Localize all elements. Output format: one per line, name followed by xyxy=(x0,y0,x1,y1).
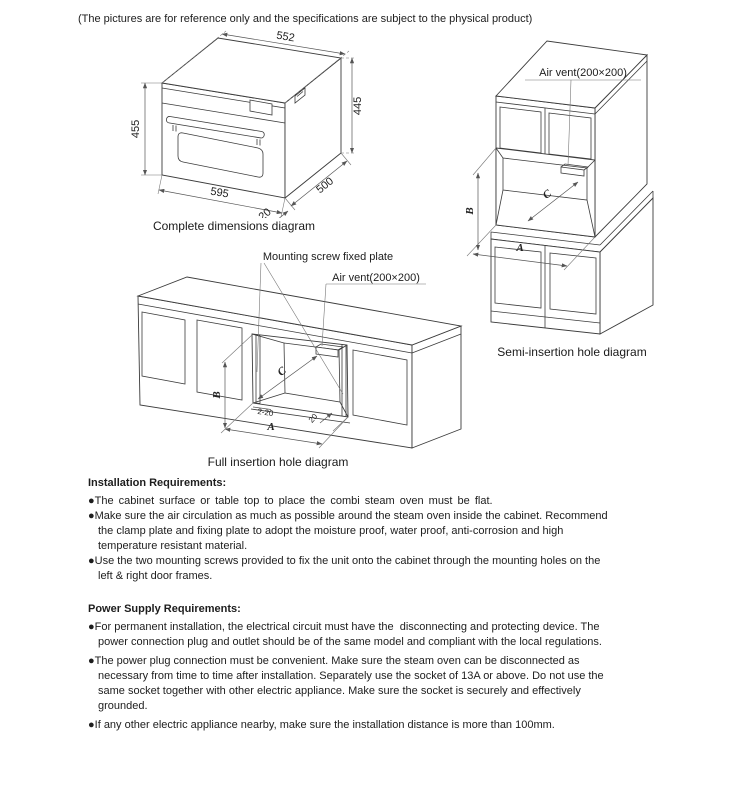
installation-requirements-section: Installation Requirements: ●The cabinet … xyxy=(88,476,688,584)
counter-top-face xyxy=(136,276,463,346)
bullet-line: ●The power plug connection must be conve… xyxy=(88,655,580,667)
dim-a-label: A xyxy=(266,421,274,433)
lower-left-door xyxy=(494,246,542,309)
caption-complete-dimensions: Complete dimensions diagram xyxy=(152,219,316,233)
caption-full-insertion: Full insertion hole diagram xyxy=(207,455,349,469)
bullet-line: ●Use the two mounting screws provided to… xyxy=(88,555,601,567)
lower-right-door xyxy=(549,252,597,315)
upper-left-door xyxy=(499,106,542,154)
air-vent-label-semi: Air vent(200×200) xyxy=(539,67,627,79)
dim-445-label: 445 xyxy=(352,97,364,115)
oven-body xyxy=(160,37,343,199)
bullet-line: necessary from time to time after instal… xyxy=(98,670,604,682)
left-door-1 xyxy=(141,311,186,385)
oven-handle xyxy=(165,116,265,146)
labels-and-dimensions: Mounting screw fixed plate Air vent(200×… xyxy=(211,251,426,449)
insertion-opening xyxy=(251,333,349,418)
semi-insertion-diagram: B A C Air vent(200×200) xyxy=(465,40,654,335)
full-insertion-diagram: Mounting screw fixed plate Air vent(200×… xyxy=(136,251,463,449)
mounting-plate-right xyxy=(341,344,347,417)
lower-front-face xyxy=(490,238,601,335)
dim-455-label: 455 xyxy=(130,120,142,138)
bullet-line: ●Make sure the air circulation as much a… xyxy=(88,510,608,522)
left-door-2 xyxy=(196,319,243,401)
oven-display xyxy=(249,99,273,116)
complete-dimensions-diagram: 552 455 445 595 500 20 xyxy=(130,30,364,218)
installation-heading: Installation Requirements: xyxy=(88,477,227,489)
bullet-line: left & right door frames. xyxy=(98,570,213,582)
upper-top-face xyxy=(495,40,648,109)
bullet-line: ●For permanent installation, the electri… xyxy=(88,621,600,633)
caption-semi-insertion: Semi-insertion hole diagram xyxy=(497,345,647,359)
air-vent-opening xyxy=(560,166,585,177)
bullet-line: the clamp plate and fixing plate to adop… xyxy=(98,525,564,537)
bullet-line: ●The cabinet surface or table top to pla… xyxy=(88,495,493,507)
mounting-plate-label: Mounting screw fixed plate xyxy=(263,251,393,263)
power-supply-section: Power Supply Requirements: ●For permanen… xyxy=(88,602,688,733)
dim-595-label: 595 xyxy=(209,186,229,201)
counter-right-face xyxy=(411,325,462,449)
dim-552-label: 552 xyxy=(275,30,295,45)
dim-a-label: A xyxy=(515,242,523,254)
dimension-lines: B A C Air vent(200×200) xyxy=(465,67,641,271)
bullet-line: temperature resistant material. xyxy=(98,540,248,552)
dim-500-label: 500 xyxy=(314,175,336,196)
counter-cabinet xyxy=(136,276,463,449)
upper-right-door xyxy=(548,112,592,160)
bullet-line: same socket together with other electric… xyxy=(98,685,581,697)
bullet-line: power connection plug and outlet should … xyxy=(98,636,602,648)
dim-20-label: 20 xyxy=(257,206,274,218)
bullet-line: ●If any other electric appliance nearby,… xyxy=(88,719,555,731)
bullet-line: grounded. xyxy=(98,700,148,712)
disclaimer-text: (The pictures are for reference only and… xyxy=(78,13,533,25)
dim-b-label: B xyxy=(465,207,476,215)
dimension-lines: 552 455 445 595 500 20 xyxy=(130,30,364,218)
right-door xyxy=(352,349,408,426)
oven-door-window xyxy=(177,132,264,178)
power-heading: Power Supply Requirements: xyxy=(88,603,241,615)
dim-b-label: B xyxy=(211,391,223,399)
tall-cabinet xyxy=(490,40,654,335)
dim-plate-label: 2-20 xyxy=(257,407,275,418)
air-vent-opening xyxy=(315,346,339,358)
air-vent-label-full: Air vent(200×200) xyxy=(332,272,420,284)
